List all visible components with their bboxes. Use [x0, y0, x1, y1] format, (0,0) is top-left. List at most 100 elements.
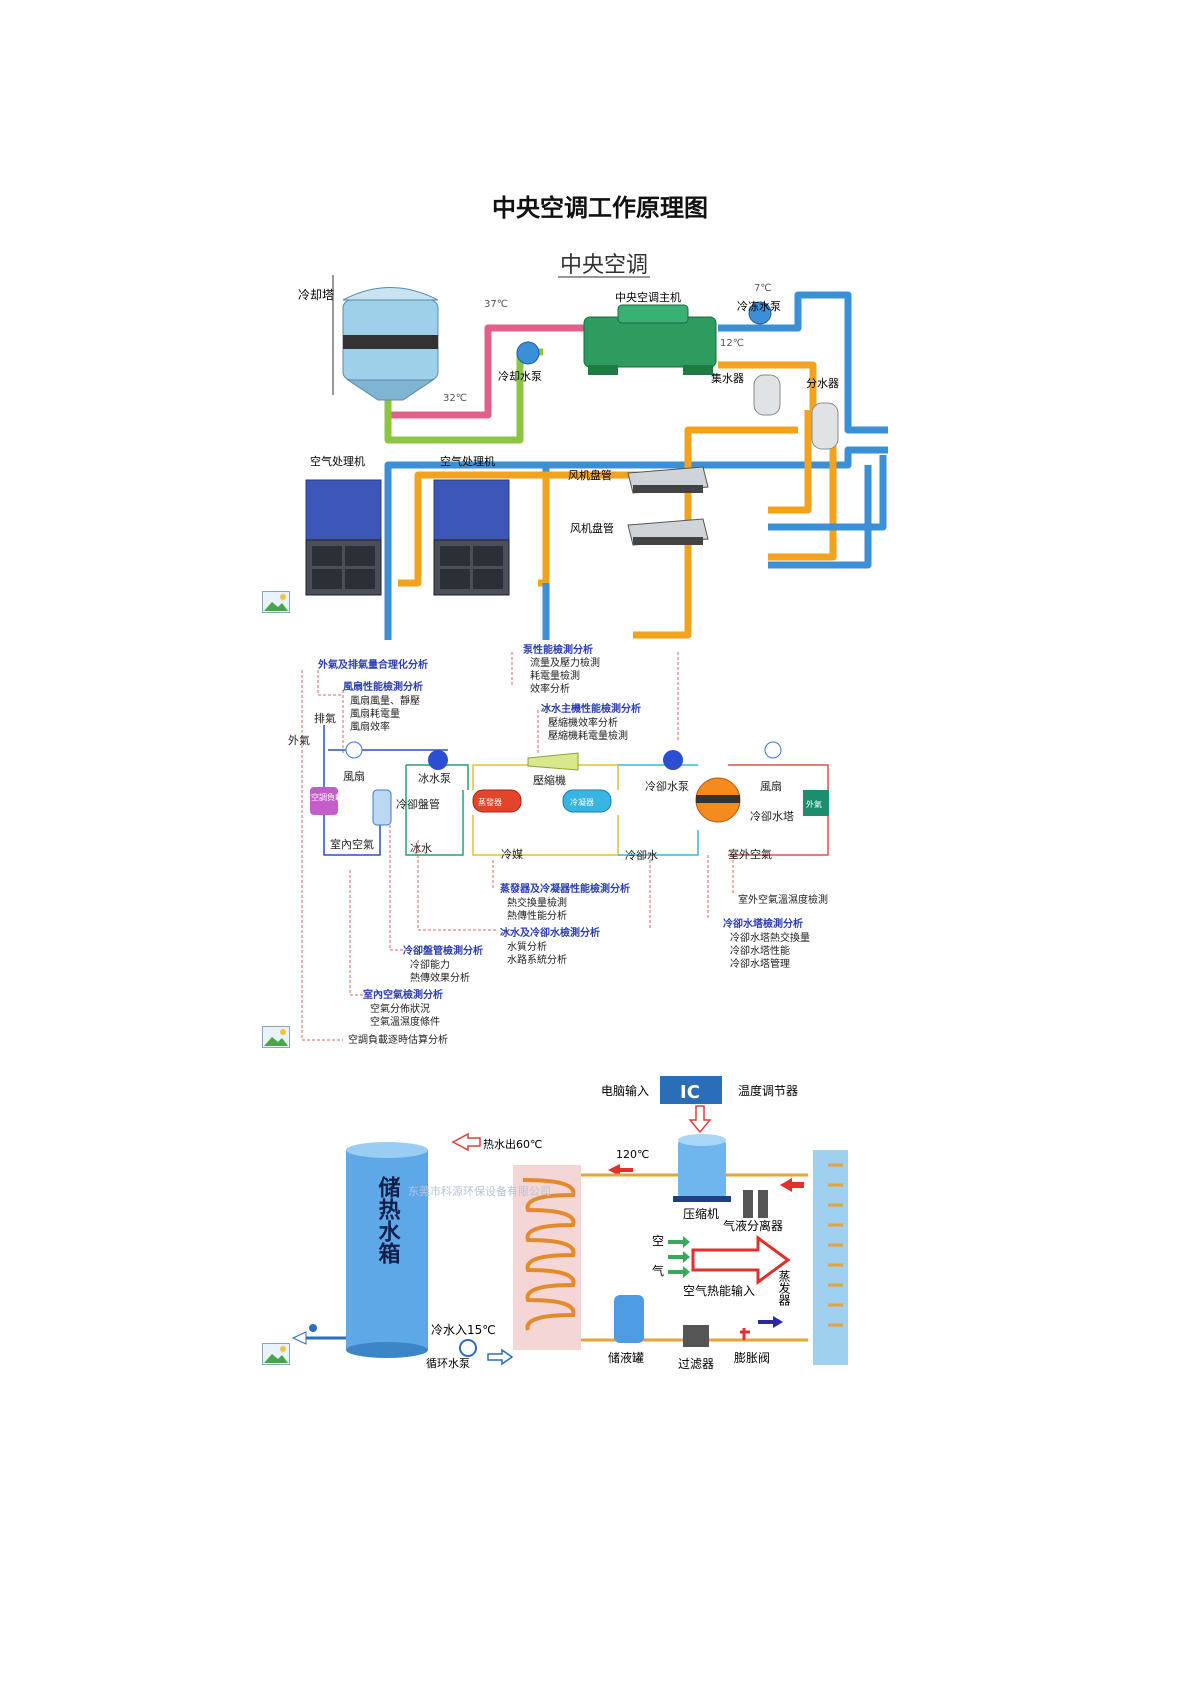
- svg-text:冷卻能力: 冷卻能力: [410, 958, 450, 971]
- outdoor-air-label: 外氣: [288, 733, 310, 747]
- evaporator-label-3: 蒸发器: [777, 1270, 791, 1307]
- compressor-label-3: 压缩机: [683, 1206, 719, 1221]
- svg-text:風扇風量、靜壓: 風扇風量、靜壓: [350, 694, 420, 707]
- chilled-return-pipe: [718, 361, 817, 410]
- svg-text:效率分析: 效率分析: [530, 682, 570, 695]
- svg-text:蒸發器及冷凝器性能檢測分析: 蒸發器及冷凝器性能檢測分析: [500, 882, 630, 895]
- cw-pump-label: 冷卻水泵: [645, 780, 689, 793]
- svg-text:水質分析: 水質分析: [507, 940, 547, 953]
- cooling-tower-label: 冷却塔: [298, 288, 334, 302]
- drain-valve-icon: [309, 1324, 317, 1332]
- main-unit-label: 中央空调主机: [615, 290, 681, 304]
- chw-pump-label: 冰水泵: [418, 772, 451, 785]
- ac-load-box: [310, 787, 338, 815]
- tank-label: 储热水箱: [375, 1175, 401, 1264]
- refrigerant-label: 冷媒: [501, 848, 523, 861]
- ac-load-label: 空調負載: [311, 792, 343, 802]
- ahu-2-label: 空气处理机: [440, 454, 495, 468]
- svg-text:風扇性能檢測分析: 風扇性能檢測分析: [343, 680, 423, 693]
- fcu-2: [627, 518, 709, 546]
- chiller-main-unit: 中央空调主机: [583, 290, 717, 375]
- temp-32: 32℃: [443, 393, 467, 404]
- svg-text:冰水及冷卻水檢測分析: 冰水及冷卻水檢測分析: [500, 926, 600, 939]
- distributor-label: 分水器: [806, 377, 839, 390]
- svg-text:室內空氣檢測分析: 室內空氣檢測分析: [363, 988, 443, 1001]
- receiver-label: 储液罐: [608, 1350, 644, 1365]
- condenser-tank: [562, 789, 612, 813]
- image-placeholder-icon: [262, 591, 290, 613]
- collector-label: 集水器: [711, 371, 744, 385]
- cold-water-in-label: 冷水入15℃: [431, 1323, 496, 1337]
- analysis-block-5: 冰水及冷卻水檢測分析 水質分析 水路系統分析: [500, 926, 600, 966]
- distributor-vessel: [811, 402, 839, 450]
- air-label-2: 气: [652, 1263, 664, 1278]
- fan-left-icon: [345, 741, 363, 759]
- svg-text:冷卻水塔檢測分析: 冷卻水塔檢測分析: [723, 917, 803, 930]
- svg-text:冷卻水塔熱交換量: 冷卻水塔熱交換量: [730, 931, 810, 944]
- analysis-block-8: 冷卻水塔檢測分析 冷卻水塔熱交換量 冷卻水塔性能 冷卻水塔管理: [723, 917, 810, 970]
- cooling-pump-label: 冷却水泵: [498, 370, 542, 383]
- central-ac-diagram: 中央空调 冷却塔 冷却水泵 37℃ 32℃ 中央空调主机: [288, 235, 920, 835]
- cooling-coil-label: 冷卻盤管: [396, 797, 440, 811]
- image-placeholder-icon: [262, 1343, 290, 1365]
- svg-text:熱交換量檢測: 熱交換量檢測: [507, 896, 567, 909]
- temp-12: 12℃: [720, 338, 744, 349]
- filter-unit: [683, 1325, 709, 1347]
- diagram-heading: 中央空调: [560, 253, 648, 278]
- evaporator-panel: [813, 1150, 848, 1365]
- svg-text:泵性能檢測分析: 泵性能檢測分析: [523, 643, 593, 656]
- thermostat-label: 温度调节器: [738, 1083, 798, 1098]
- hot-water-out-label: 热水出60℃: [483, 1137, 542, 1151]
- svg-text:水路系統分析: 水路系統分析: [507, 953, 567, 966]
- ahu-1-label: 空气处理机: [310, 454, 365, 468]
- svg-text:冷卻盤管檢測分析: 冷卻盤管檢測分析: [403, 944, 483, 957]
- analysis-block-3: 冰水主機性能檢測分析 壓縮機效率分析 壓縮機耗電量檢測: [541, 702, 641, 742]
- compressor-label: 壓縮機: [533, 773, 566, 787]
- cooling-tower: 冷却塔: [298, 275, 439, 401]
- circulation-pump-label: 循环水泵: [426, 1357, 470, 1370]
- svg-text:空調負載逐時估算分析: 空調負載逐時估算分析: [348, 1033, 448, 1046]
- ic-label: IC: [680, 1082, 700, 1103]
- chw-pump-icon: [428, 750, 448, 770]
- svg-text:空氣分佈狀況: 空氣分佈狀況: [370, 1002, 430, 1015]
- fcu-1-label: 风机盘管: [568, 468, 612, 482]
- analysis-block-6: 冷卻盤管檢測分析 冷卻能力 熱傳效果分析: [403, 944, 483, 984]
- expansion-valve-label: 膨胀阀: [734, 1351, 770, 1365]
- fan-left-label: 風扇: [343, 769, 365, 783]
- analysis-block-1: 風扇性能檢測分析 風扇風量、靜壓 風扇耗電量 風扇效率: [343, 680, 423, 733]
- svg-text:室外空氣溫濕度檢測: 室外空氣溫濕度檢測: [738, 893, 828, 906]
- cooling-pump-icon: [516, 341, 540, 365]
- ahu-1: [305, 479, 382, 596]
- fan-right-icon: [764, 741, 782, 759]
- temp-120-label: 120℃: [616, 1148, 649, 1161]
- cooling-tower-label-2: 冷卻水塔: [750, 810, 794, 823]
- collector-vessel: [753, 374, 781, 416]
- svg-text:風扇耗電量: 風扇耗電量: [350, 707, 400, 720]
- air-label-1: 空: [652, 1234, 664, 1248]
- analysis-block-10: 空調負載逐時估算分析: [348, 1033, 448, 1046]
- watermark-text: 东莞市科源环保设备有限公司: [408, 1184, 551, 1198]
- svg-text:流量及壓力檢測: 流量及壓力檢測: [530, 656, 600, 669]
- page-title: 中央空调工作原理图: [492, 193, 708, 222]
- fan-right-label: 風扇: [760, 779, 782, 793]
- svg-text:熱傳性能分析: 熱傳性能分析: [507, 909, 567, 922]
- image-placeholder-icon: [262, 1026, 290, 1048]
- analysis-block-7: 室內空氣檢測分析 空氣分佈狀況 空氣溫濕度條件: [363, 988, 443, 1028]
- evaporator-label: 蒸發器: [478, 797, 502, 807]
- svg-text:冷卻水塔管理: 冷卻水塔管理: [730, 957, 790, 970]
- fcu-2-label: 风机盘管: [570, 521, 614, 535]
- svg-text:壓縮機耗電量檢測: 壓縮機耗電量檢測: [548, 729, 628, 742]
- separator-label: 气液分离器: [723, 1218, 783, 1233]
- svg-text:壓縮機效率分析: 壓縮機效率分析: [548, 716, 618, 729]
- analysis-block-2: 泵性能檢測分析 流量及壓力檢測 耗電量檢測 效率分析: [523, 643, 600, 695]
- chilled-pump-label: 冷冻水泵: [737, 299, 781, 313]
- heat-pump-diagram: 电脑输入 IC 温度调节器 储热水箱 热水出60℃ 压缩机 120℃ 气液分离器…: [288, 1070, 848, 1371]
- analysis-block-0: 外氣及排氣量合理化分析: [317, 658, 428, 671]
- chilled-pump-icon: [748, 301, 772, 325]
- cw-pump-icon: [663, 750, 683, 770]
- svg-text:冰水主機性能檢測分析: 冰水主機性能檢測分析: [541, 702, 641, 715]
- svg-text:外氣及排氣量合理化分析: 外氣及排氣量合理化分析: [317, 658, 428, 671]
- outdoor-air2-label: 室外空氣: [728, 847, 772, 861]
- svg-text:冷卻水塔性能: 冷卻水塔性能: [730, 944, 790, 957]
- compressor-unit: [673, 1134, 731, 1202]
